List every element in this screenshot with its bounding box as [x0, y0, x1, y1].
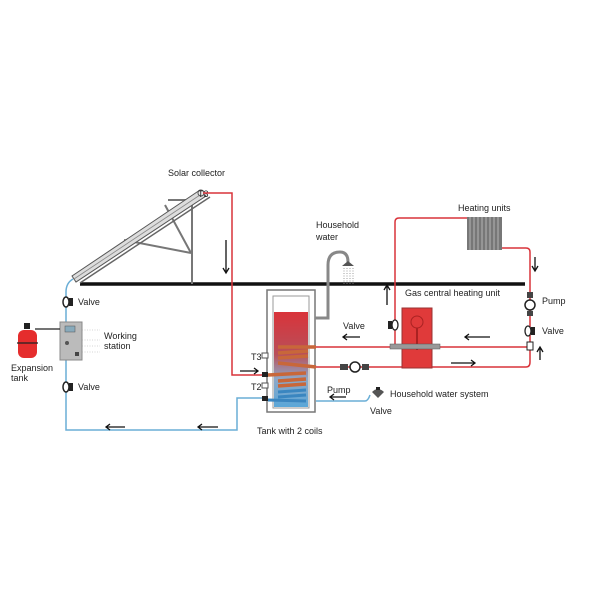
valve-top-icon[interactable] — [62, 296, 73, 308]
gas-unit-label: Gas central heating unit — [405, 288, 501, 298]
household-valve-icon[interactable] — [372, 387, 384, 398]
t3-collector-label: T3 — [198, 189, 209, 199]
working-station — [59, 321, 100, 361]
pump-mid-label: Pump — [327, 385, 351, 395]
arrow-up-heating — [383, 283, 391, 305]
valve-bottom-label: Valve — [78, 382, 100, 392]
pump-right-icon[interactable] — [524, 292, 536, 316]
tank-label: Tank with 2 coils — [257, 426, 323, 436]
gas-heating-unit — [389, 307, 441, 369]
expansion-tank-label-2: tank — [11, 373, 29, 383]
working-station-label-2: station — [104, 341, 131, 351]
expansion-tank-label-1: Expansion — [11, 363, 53, 373]
arrow-left-2 — [196, 423, 218, 431]
storage-tank — [261, 289, 317, 413]
arrow-down-solar — [222, 240, 230, 275]
solar-collector-label: Solar collector — [168, 168, 225, 178]
heating-units-radiator — [467, 217, 502, 250]
valve-right-label: Valve — [542, 326, 564, 336]
working-station-label-1: Working — [104, 331, 137, 341]
shower-head-icon — [342, 261, 354, 286]
household-cold-pipe — [316, 394, 371, 402]
valve-right-icon[interactable] — [524, 325, 535, 337]
household-water-label-1: Household — [316, 220, 359, 230]
household-water-pipe[interactable] — [315, 250, 350, 320]
solar-hot-pipe — [203, 192, 266, 376]
arrow-left-valve — [341, 333, 360, 341]
expansion-tank — [17, 323, 60, 358]
arrow-right-solar — [240, 367, 260, 375]
arrow-left-1 — [104, 423, 125, 431]
solar-collector-panel — [71, 189, 211, 284]
arrow-left-cold — [328, 393, 346, 401]
t3-tank-label: T3 — [251, 352, 262, 362]
arrow-right-supply — [451, 359, 477, 367]
valve-mid-label: Valve — [343, 321, 365, 331]
solar-cold-pipe — [65, 278, 268, 431]
t2-tank-label: T2 — [251, 382, 262, 392]
arrow-down-right — [531, 257, 539, 273]
valve-bottom-icon[interactable] — [62, 381, 73, 393]
pump-mid-icon[interactable] — [340, 361, 369, 373]
valve-top-label: Valve — [78, 297, 100, 307]
connector-right — [526, 341, 534, 351]
valve-mid-icon[interactable] — [388, 319, 399, 331]
pump-right-label: Pump — [542, 296, 566, 306]
arrow-up-right — [536, 345, 544, 360]
household-system-label: Household water system — [390, 389, 489, 399]
household-water-label-2: water — [315, 232, 338, 242]
heating-units-label: Heating units — [458, 203, 511, 213]
household-valve-label: Valve — [370, 406, 392, 416]
arrow-left-return — [463, 333, 490, 341]
